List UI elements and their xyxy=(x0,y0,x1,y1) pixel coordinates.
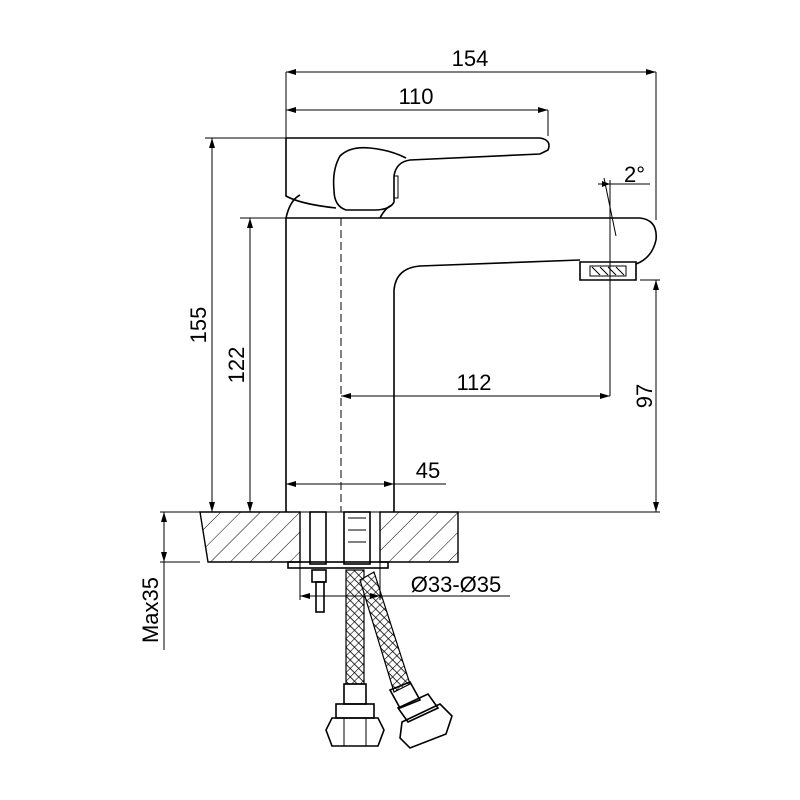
dim-body-diameter: 45 xyxy=(416,458,440,483)
dim-handle-length: 110 xyxy=(398,84,433,109)
dim-hole-diameter: Ø33-Ø35 xyxy=(411,572,502,597)
lever-handle xyxy=(285,137,550,211)
dimension-arrows xyxy=(161,69,659,599)
dimension-lines xyxy=(163,71,660,650)
dim-spout-angle: 2° xyxy=(624,162,645,187)
faucet-body xyxy=(285,194,657,512)
flex-hoses xyxy=(325,569,453,749)
dim-overall-height: 155 xyxy=(186,307,211,344)
dim-outlet-height: 97 xyxy=(632,384,657,408)
dim-max-counter-thickness: Max35 xyxy=(138,577,163,643)
dim-spout-reach: 112 xyxy=(456,370,491,395)
countertop-section xyxy=(160,511,660,563)
dim-body-height: 122 xyxy=(224,347,249,384)
mounting-stud xyxy=(287,511,389,613)
dim-overall-length: 154 xyxy=(452,46,489,71)
